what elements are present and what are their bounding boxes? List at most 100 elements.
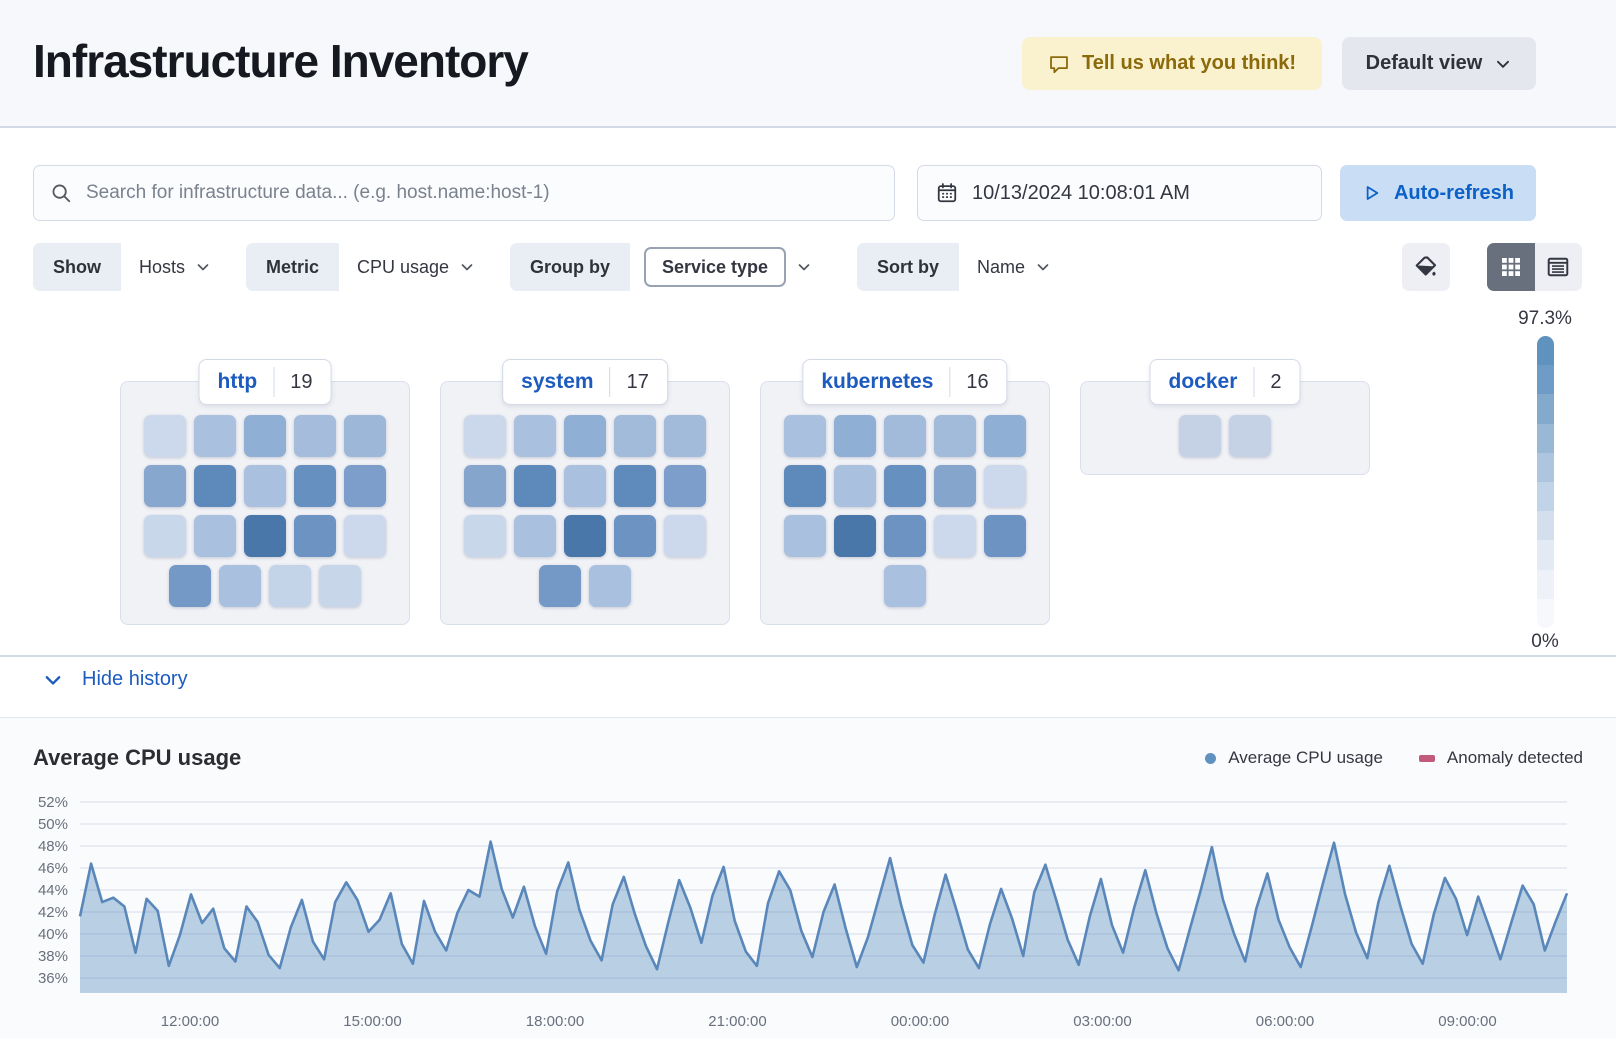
host-tile[interactable] [464, 515, 506, 557]
grid-view-button[interactable] [1487, 243, 1535, 291]
host-tile[interactable] [144, 415, 186, 457]
host-tile[interactable] [319, 565, 361, 607]
search-input[interactable] [86, 182, 878, 204]
tile-row [144, 415, 386, 457]
chevron-down-icon [1494, 55, 1512, 73]
scale-step [1536, 569, 1554, 599]
sort-by-filter-dropdown[interactable]: Name [959, 243, 1069, 291]
metric-filter-dropdown[interactable]: CPU usage [339, 243, 493, 291]
host-tile[interactable] [294, 465, 336, 507]
host-tile[interactable] [589, 565, 631, 607]
host-tile[interactable] [269, 565, 311, 607]
host-tile[interactable] [884, 565, 926, 607]
color-palette-button[interactable] [1402, 243, 1450, 291]
host-tile[interactable] [294, 415, 336, 457]
group-name-link[interactable]: docker [1168, 370, 1238, 393]
host-tile[interactable] [564, 415, 606, 457]
host-tile[interactable] [834, 515, 876, 557]
scale-step [1536, 394, 1554, 424]
table-view-button[interactable] [1534, 243, 1582, 291]
badge-divider [273, 367, 275, 397]
host-tile[interactable] [614, 515, 656, 557]
group-name-link[interactable]: http [217, 370, 258, 393]
show-filter-dropdown[interactable]: Hosts [121, 243, 229, 291]
host-tile[interactable] [614, 465, 656, 507]
host-tile[interactable] [984, 515, 1026, 557]
host-tile[interactable] [144, 465, 186, 507]
host-tile[interactable] [664, 465, 706, 507]
svg-text:36%: 36% [38, 970, 68, 987]
auto-refresh-button[interactable]: Auto-refresh [1340, 165, 1536, 221]
tile-row [539, 565, 631, 607]
tile-row [1179, 415, 1271, 457]
hide-history-toggle[interactable]: Hide history [42, 668, 188, 691]
host-tile[interactable] [514, 465, 556, 507]
host-tile[interactable] [884, 415, 926, 457]
show-filter-value: Hosts [139, 256, 186, 277]
host-tile[interactable] [934, 515, 976, 557]
host-tile[interactable] [514, 515, 556, 557]
page-header: Infrastructure Inventory Tell us what yo… [0, 0, 1616, 128]
svg-text:52%: 52% [38, 794, 68, 811]
view-mode-toggle [1487, 243, 1582, 291]
host-tile[interactable] [884, 465, 926, 507]
host-tile[interactable] [1229, 415, 1271, 457]
host-tile[interactable] [664, 515, 706, 557]
svg-text:21:00:00: 21:00:00 [708, 1013, 766, 1030]
host-tile[interactable] [984, 415, 1026, 457]
host-tile[interactable] [664, 415, 706, 457]
host-tile[interactable] [564, 465, 606, 507]
host-tile[interactable] [194, 465, 236, 507]
host-tile[interactable] [194, 415, 236, 457]
badge-divider [609, 367, 611, 397]
scale-max-label: 97.3% [1518, 308, 1572, 329]
host-tile[interactable] [834, 465, 876, 507]
host-tile[interactable] [244, 515, 286, 557]
host-tile[interactable] [294, 515, 336, 557]
legend-item-anomaly[interactable]: Anomaly detected [1418, 748, 1583, 768]
host-tile[interactable] [784, 515, 826, 557]
host-tile[interactable] [244, 415, 286, 457]
date-picker[interactable]: 10/13/2024 10:08:01 AM [917, 165, 1322, 221]
host-tile[interactable] [984, 465, 1026, 507]
host-tile[interactable] [219, 565, 261, 607]
feedback-button[interactable]: Tell us what you think! [1022, 37, 1323, 90]
scale-step [1536, 540, 1554, 570]
host-tile[interactable] [344, 515, 386, 557]
host-tile[interactable] [1179, 415, 1221, 457]
scale-min-label: 0% [1531, 631, 1559, 652]
host-tile[interactable] [934, 465, 976, 507]
scale-step [1536, 598, 1554, 628]
legend-dash-icon [1418, 754, 1435, 762]
host-tile[interactable] [464, 465, 506, 507]
tile-row [784, 465, 1026, 507]
host-tile[interactable] [884, 515, 926, 557]
show-filter-group: Show Hosts [33, 243, 229, 291]
legend-item-avg-cpu[interactable]: Average CPU usage [1205, 748, 1383, 768]
group-name-link[interactable]: system [521, 370, 594, 393]
host-tile[interactable] [144, 515, 186, 557]
host-tile[interactable] [514, 415, 556, 457]
host-tile[interactable] [539, 565, 581, 607]
group-by-filter-dropdown[interactable]: Service type [630, 243, 830, 291]
host-tile[interactable] [344, 465, 386, 507]
host-tile[interactable] [614, 415, 656, 457]
group-name-link[interactable]: kubernetes [821, 370, 934, 393]
host-tile[interactable] [834, 415, 876, 457]
host-tile[interactable] [169, 565, 211, 607]
host-tile[interactable] [344, 415, 386, 457]
host-tile[interactable] [564, 515, 606, 557]
host-tile[interactable] [194, 515, 236, 557]
host-tile[interactable] [784, 465, 826, 507]
chevron-down-icon [796, 259, 812, 275]
host-tile[interactable] [784, 415, 826, 457]
host-tile[interactable] [934, 415, 976, 457]
host-tile[interactable] [464, 415, 506, 457]
host-tile[interactable] [244, 465, 286, 507]
tile-row [784, 515, 1026, 557]
view-dropdown[interactable]: Default view [1342, 37, 1536, 90]
section-divider [0, 655, 1616, 657]
scale-gradient-bar [1536, 336, 1554, 628]
